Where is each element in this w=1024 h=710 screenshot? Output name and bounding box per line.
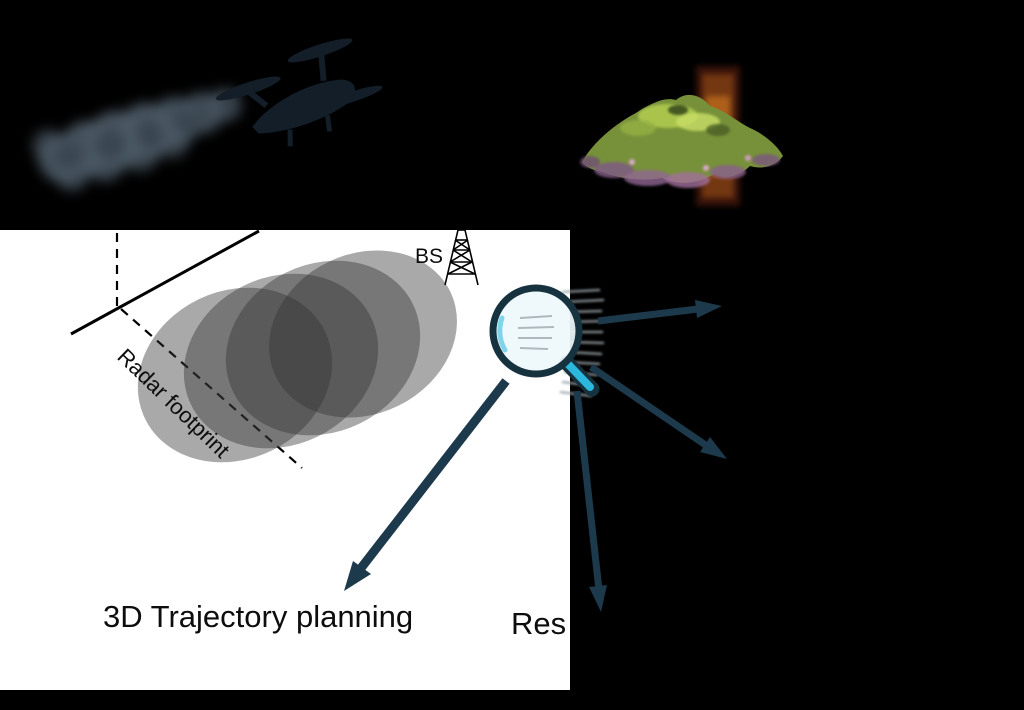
bs-tower-icon (444, 220, 479, 286)
radar-footprint-ellipses (137, 250, 457, 463)
arrow-bottom-right-icon (589, 364, 727, 459)
arrow-top-right-icon (597, 300, 722, 325)
magnifier-icon (489, 284, 600, 397)
terrain-island-image (580, 66, 783, 206)
radar-footprint-ellipse (269, 250, 457, 418)
white-panel (0, 230, 570, 690)
magnifier-lens-highlight (497, 315, 508, 353)
uav-drone-icon (215, 38, 383, 147)
magnifier-handle (564, 360, 594, 391)
arrow-down-icon (573, 390, 607, 612)
island-texture (580, 104, 780, 188)
magnifier-lens-text (517, 315, 555, 350)
resource-label-partial: Res (511, 606, 566, 641)
solid-boundary-line (70, 229, 260, 336)
arrow-group (344, 300, 727, 612)
arrow-bottom-left-icon (344, 378, 510, 591)
dashed-footprint-line (120, 308, 303, 469)
radar-footprint-ellipse (137, 287, 333, 463)
magnifier-lens (489, 284, 583, 378)
radar-footprint-ellipse (183, 273, 379, 449)
radar-footprint-ellipse (225, 260, 421, 436)
smoke-trail (32, 88, 242, 191)
trajectory-planning-label: 3D Trajectory planning (103, 599, 413, 634)
bs-label: BS (415, 245, 443, 268)
